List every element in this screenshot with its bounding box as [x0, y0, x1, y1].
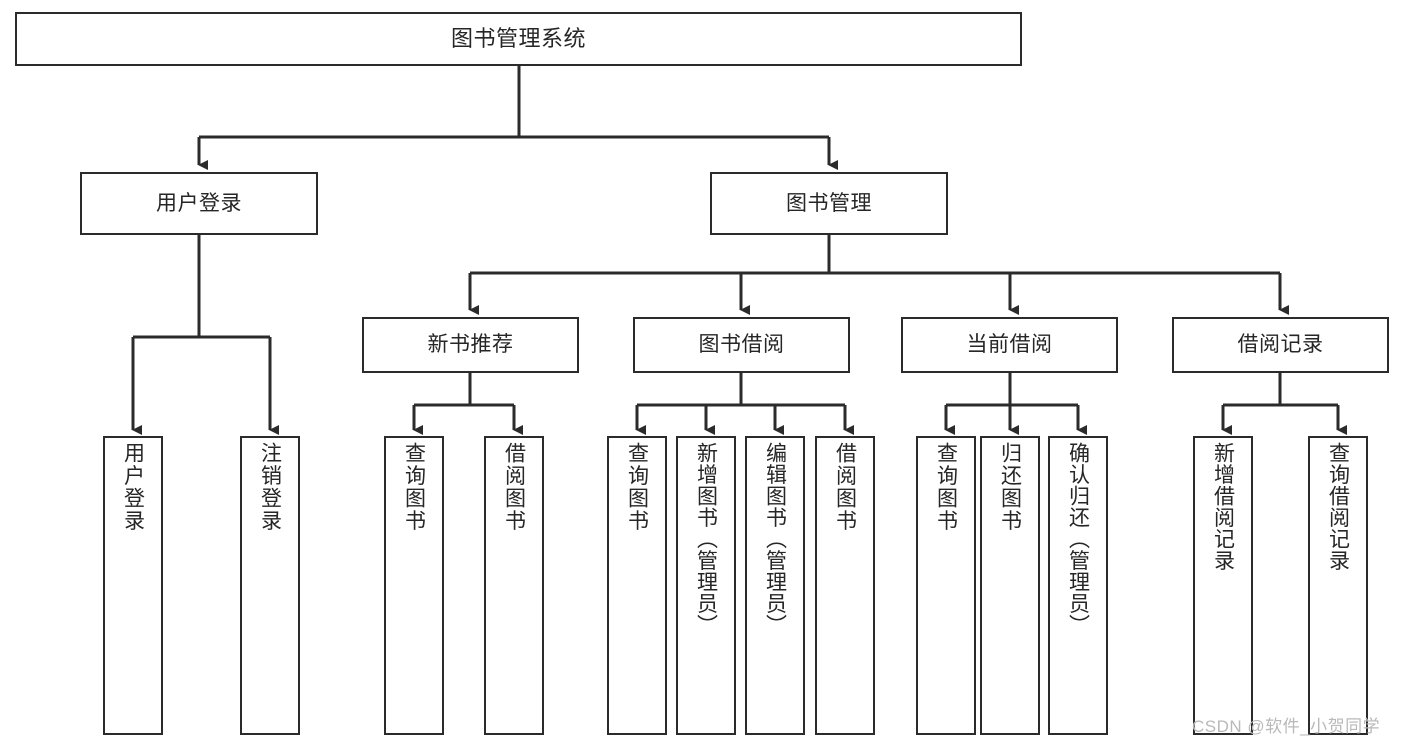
node-leaf-borrow-book-2-label: 借阅图书 [833, 442, 857, 532]
node-leaf-query-book-1-label: 查询图书 [402, 442, 426, 532]
node-leaf-return-book-label: 归还图书 [998, 442, 1022, 532]
node-leaf-add-record[interactable]: 新增借阅记录 [1193, 436, 1253, 735]
node-leaf-query-record[interactable]: 查询借阅记录 [1308, 436, 1368, 735]
node-leaf-add-book-label: 新增图书（管理员） [694, 442, 718, 636]
node-leaf-query-book-2-label: 查询图书 [625, 442, 649, 532]
node-book-manage-label: 图书管理 [786, 191, 872, 215]
node-leaf-confirm-return[interactable]: 确认归还（管理员） [1048, 436, 1108, 735]
node-leaf-query-book-3[interactable]: 查询图书 [916, 436, 976, 735]
node-leaf-user-login[interactable]: 用户登录 [103, 436, 163, 735]
node-book-manage[interactable]: 图书管理 [710, 172, 948, 235]
node-current-borrow[interactable]: 当前借阅 [901, 317, 1118, 373]
node-leaf-borrow-book-1-label: 借阅图书 [502, 442, 526, 532]
node-leaf-user-login-label: 用户登录 [121, 442, 145, 532]
node-leaf-logout-login[interactable]: 注销登录 [240, 436, 300, 735]
node-leaf-edit-book[interactable]: 编辑图书（管理员） [745, 436, 805, 735]
node-leaf-edit-book-label: 编辑图书（管理员） [763, 442, 787, 636]
node-root-label: 图书管理系统 [450, 25, 586, 51]
node-leaf-add-book[interactable]: 新增图书（管理员） [676, 436, 736, 735]
node-root[interactable]: 图书管理系统 [15, 12, 1022, 66]
node-leaf-borrow-book-2[interactable]: 借阅图书 [815, 436, 875, 735]
node-new-book-recommend-label: 新书推荐 [427, 333, 514, 357]
node-leaf-query-record-label: 查询借阅记录 [1326, 442, 1350, 571]
node-leaf-query-book-3-label: 查询图书 [934, 442, 958, 532]
node-user-login-label: 用户登录 [156, 191, 242, 215]
node-leaf-return-book[interactable]: 归还图书 [980, 436, 1040, 735]
node-leaf-logout-login-label: 注销登录 [258, 442, 282, 532]
watermark-text: CSDN @软件_小贺同学 [1192, 717, 1381, 736]
node-current-borrow-label: 当前借阅 [966, 333, 1053, 357]
node-leaf-query-book-1[interactable]: 查询图书 [384, 436, 444, 735]
node-borrow-record-label: 借阅记录 [1237, 333, 1324, 357]
node-book-borrow-label: 图书借阅 [698, 333, 785, 357]
node-leaf-confirm-return-label: 确认归还（管理员） [1066, 442, 1090, 636]
node-leaf-borrow-book-1[interactable]: 借阅图书 [484, 436, 544, 735]
node-leaf-query-book-2[interactable]: 查询图书 [607, 436, 667, 735]
node-user-login[interactable]: 用户登录 [80, 172, 318, 235]
node-borrow-record[interactable]: 借阅记录 [1172, 317, 1389, 373]
node-leaf-add-record-label: 新增借阅记录 [1211, 442, 1235, 571]
node-book-borrow[interactable]: 图书借阅 [633, 317, 850, 373]
node-new-book-recommend[interactable]: 新书推荐 [362, 317, 579, 373]
